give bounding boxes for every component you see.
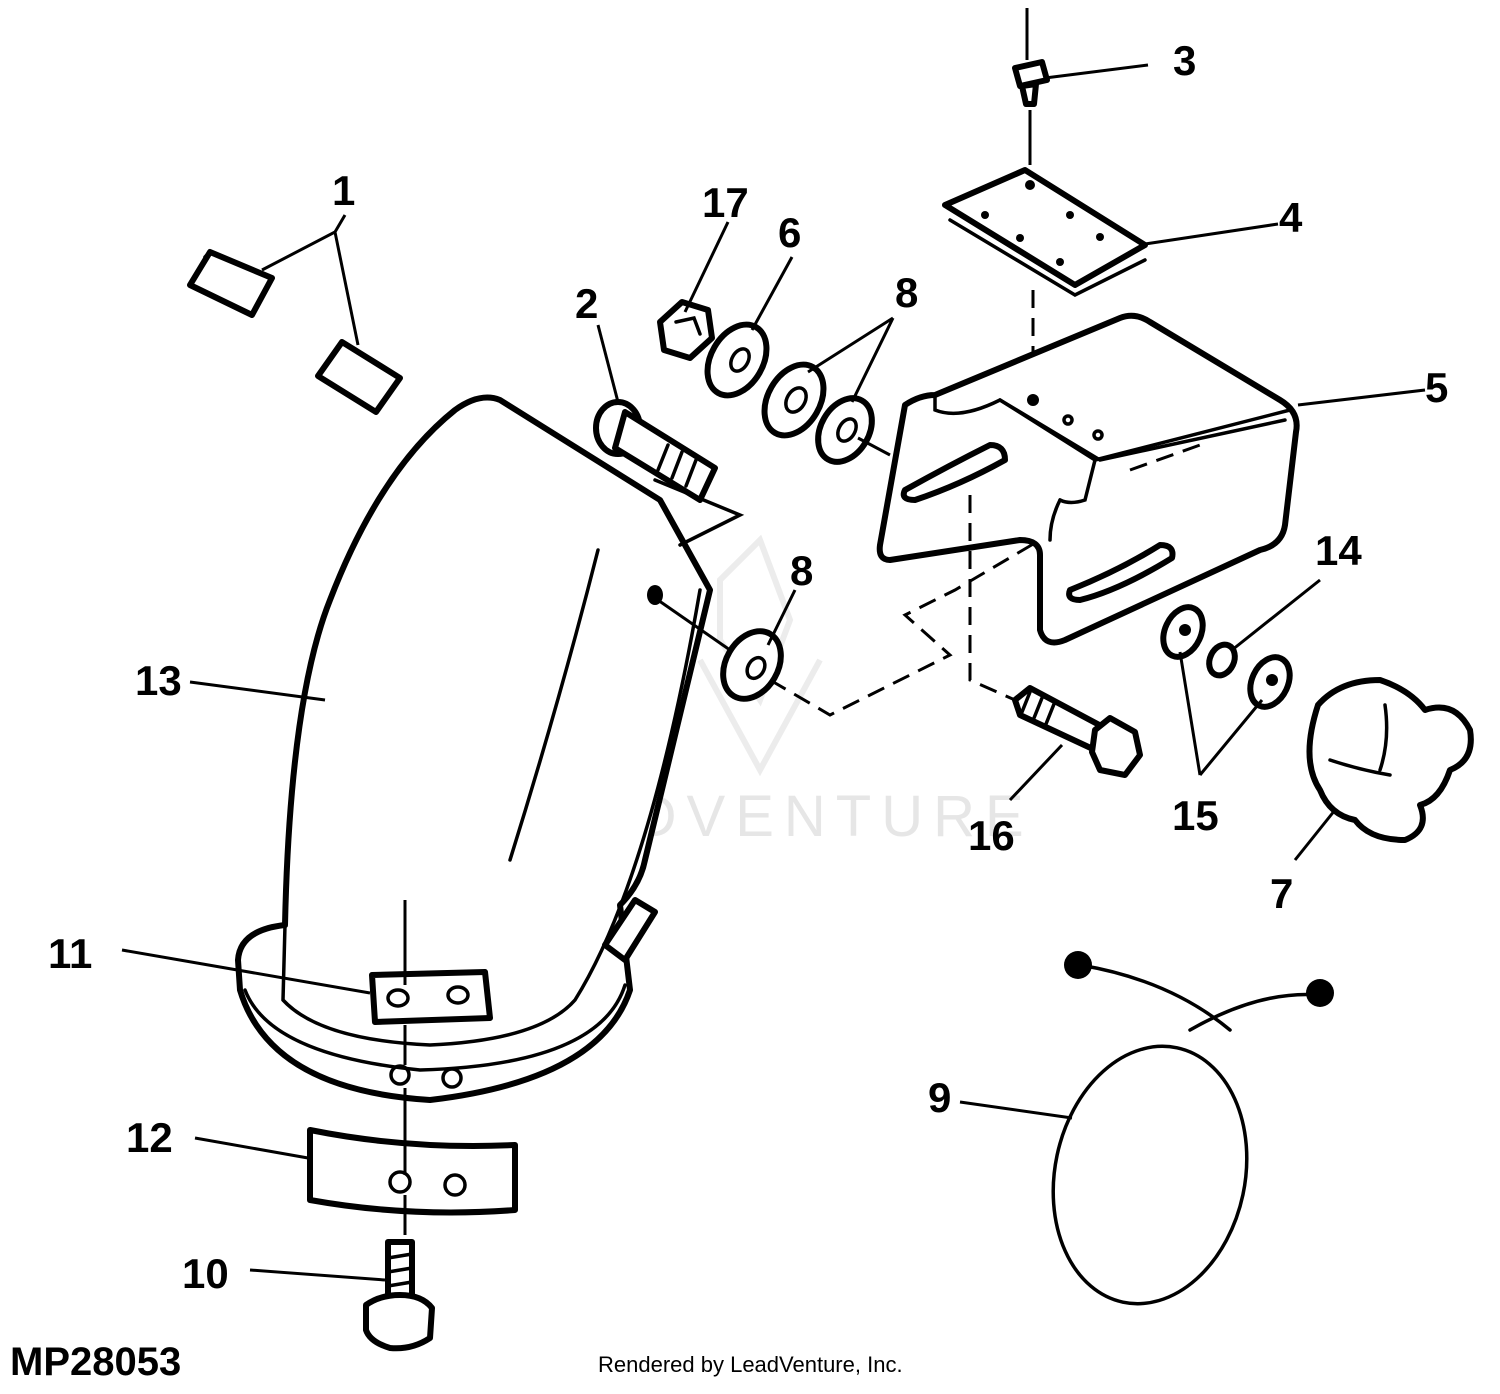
part-12-clamp	[307, 1025, 518, 1235]
callout-3: 3	[1173, 37, 1196, 84]
part-1-pads	[187, 249, 403, 415]
part-16-bolt	[968, 495, 1143, 778]
callout-9: 9	[928, 1074, 951, 1121]
part-17-hex-nut	[657, 299, 715, 361]
callout-4: 4	[1279, 194, 1303, 241]
part-9-cable	[1051, 951, 1334, 1306]
part-2-pivot-bolt	[593, 399, 745, 547]
part-15-washers	[1160, 604, 1293, 710]
leader-lines	[121, 63, 1426, 1282]
callouts: 1 2 3 4 5 6 7 8 8 9 10 11 12 13 14 15 16…	[48, 37, 1448, 1297]
callout-12: 12	[126, 1114, 173, 1161]
callout-6: 6	[778, 209, 801, 256]
callout-7: 7	[1270, 870, 1293, 917]
part-6-washer	[704, 321, 770, 399]
part-14-lock-washer	[1206, 641, 1238, 679]
callout-2: 2	[575, 280, 598, 327]
callout-17: 17	[702, 179, 749, 226]
callout-5: 5	[1425, 364, 1448, 411]
part-7-knob	[1306, 677, 1474, 843]
callout-16: 16	[968, 812, 1015, 859]
part-8-washers-upper	[761, 361, 891, 465]
callout-14: 14	[1315, 527, 1362, 574]
callout-8-upper: 8	[895, 269, 918, 316]
part-5-bracket	[876, 312, 1300, 646]
credit-text: Rendered by LeadVenture, Inc.	[598, 1352, 903, 1377]
callout-15: 15	[1172, 792, 1219, 839]
part-10-bolt	[363, 1239, 435, 1352]
callout-1: 1	[332, 167, 355, 214]
callout-11: 11	[48, 930, 92, 977]
diagram-code: MP28053	[10, 1340, 181, 1384]
callout-8-lower: 8	[790, 547, 813, 594]
part-11-clamp	[369, 900, 493, 1025]
callout-10: 10	[182, 1250, 229, 1297]
part-13-chute	[235, 394, 713, 1103]
callout-13: 13	[135, 657, 182, 704]
part-3-screw	[1012, 8, 1050, 165]
